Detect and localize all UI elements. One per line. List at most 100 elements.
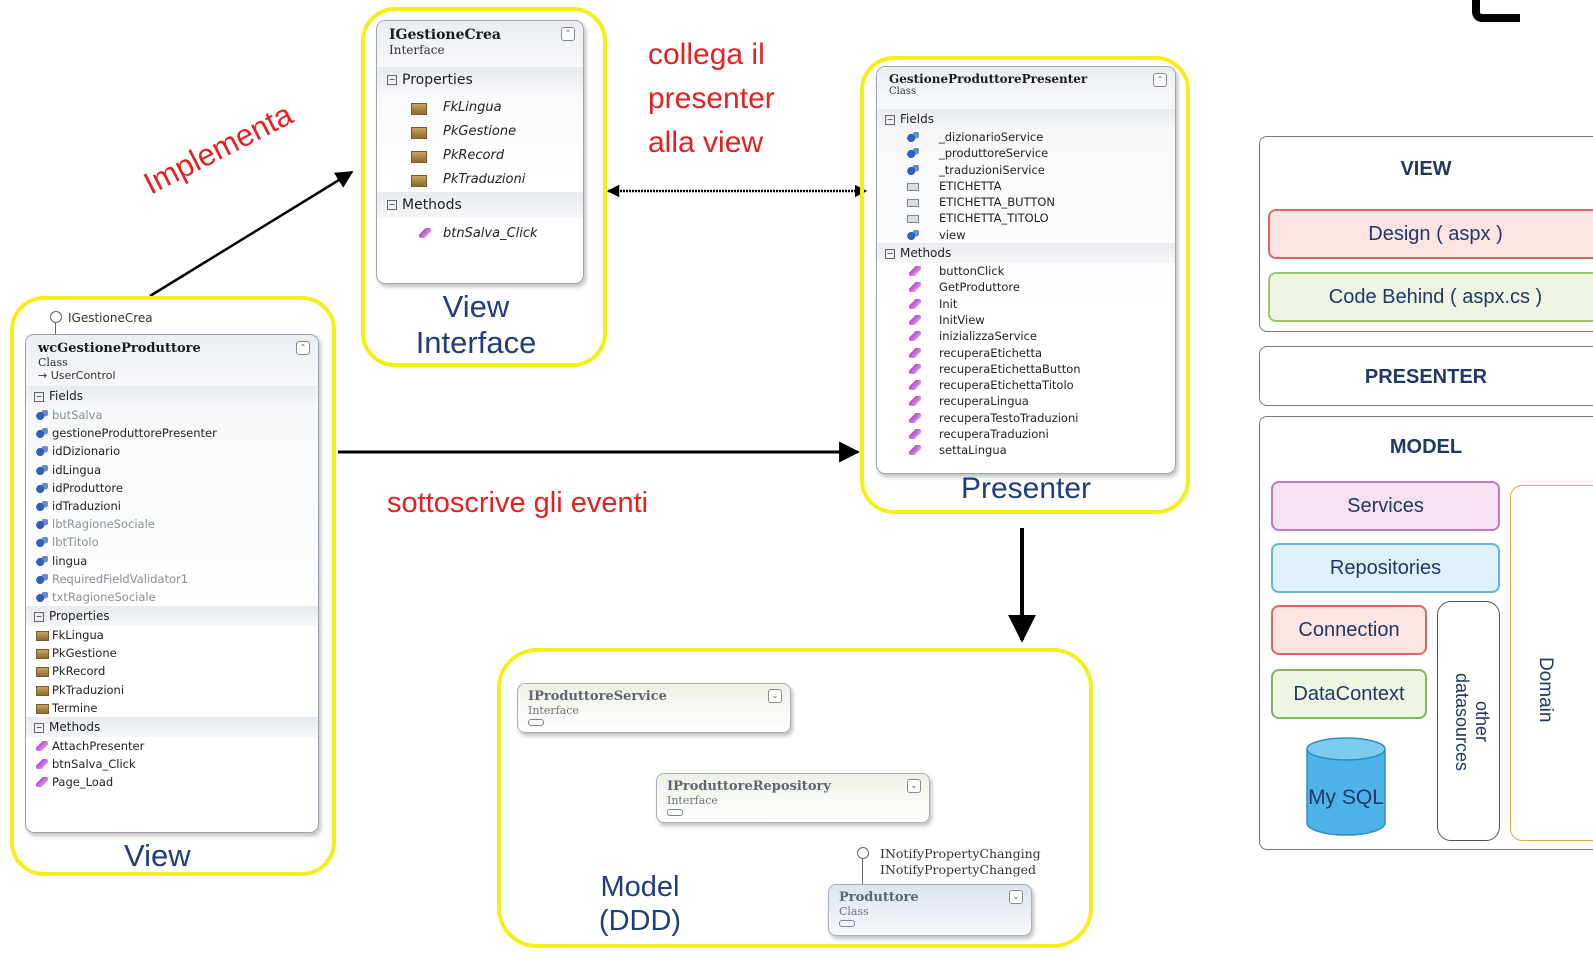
interface-class-name: IGestioneCrea: [389, 27, 501, 43]
list-item: PkRecord: [26, 662, 318, 680]
cropped-title-glyph: [1472, 0, 1520, 22]
view-class-header: wcGestioneProduttore Class → UserControl…: [26, 335, 318, 386]
list-item: _traduzioniService: [877, 162, 1175, 178]
method-icon: [909, 331, 921, 342]
view-methods-section[interactable]: −Methods: [26, 717, 318, 737]
sottoscrive-label: sottoscrive gli eventi: [387, 487, 649, 519]
list-item: PkTraduzioni: [377, 168, 583, 192]
interface-methods-label: Methods: [402, 197, 462, 213]
interface-lollipop-icon: [857, 847, 869, 859]
arch-other-datasources-label: other datasources: [1452, 672, 1492, 772]
list-item: PkTraduzioni: [26, 681, 318, 699]
list-item: lbtTitolo: [26, 533, 318, 551]
service-interface-box[interactable]: IProduttoreService Interface ⌄: [517, 683, 791, 733]
list-item: ETICHETTA_BUTTON: [877, 194, 1175, 210]
list-item: Termine: [26, 699, 318, 717]
list-item: txtRagioneSociale: [26, 588, 318, 606]
presenter-fields-section[interactable]: −Fields: [877, 109, 1175, 129]
field-icon: [36, 500, 48, 511]
expand-icon[interactable]: ⌄: [1009, 890, 1023, 904]
method-icon: [909, 429, 921, 440]
entity-class-box[interactable]: Produttore Class ⌄: [828, 884, 1032, 936]
list-item: PkGestione: [26, 644, 318, 662]
list-item: AttachPresenter: [26, 737, 318, 755]
list-item: ETICHETTA_TITOLO: [877, 210, 1175, 226]
interface-class-kind: Interface: [389, 43, 445, 57]
list-item: recuperaEtichetta: [877, 345, 1175, 361]
interface-caption-line-1: View: [442, 289, 510, 324]
presenter-class-header: GestioneProduttorePresenter Class ⌃: [877, 67, 1175, 101]
collega-line-2: presenter: [648, 82, 775, 115]
entity-class-name: Produttore: [839, 890, 919, 905]
method-icon: [909, 298, 921, 309]
field-icon: [907, 164, 919, 175]
minus-icon[interactable]: −: [885, 114, 895, 125]
view-properties-section[interactable]: −Properties: [26, 606, 318, 627]
expand-icon[interactable]: ⌄: [907, 779, 921, 793]
field-icon: [907, 148, 919, 159]
interface-properties-label: Properties: [402, 72, 473, 88]
list-item: FkLingua: [377, 96, 583, 120]
field-icon: [36, 591, 48, 602]
list-item: gestioneProduttorePresenter: [26, 424, 318, 442]
collega-label: collega il presenter alla view: [648, 33, 775, 165]
view-class-box[interactable]: wcGestioneProduttore Class → UserControl…: [25, 334, 319, 833]
field-icon: [36, 555, 48, 566]
list-item: recuperaTraduzioni: [877, 426, 1175, 442]
view-fields-label: Fields: [49, 389, 83, 403]
minus-icon[interactable]: −: [387, 200, 397, 210]
minus-icon[interactable]: −: [885, 248, 895, 259]
property-icon: [36, 685, 49, 696]
minus-icon[interactable]: −: [34, 722, 44, 733]
view-properties-list: FkLingua PkGestione PkRecord PkTraduzion…: [26, 626, 318, 717]
list-item: InitView: [877, 312, 1175, 328]
lollipop-stem: [55, 322, 56, 334]
arch-other-datasources-box: [1437, 601, 1500, 841]
minus-icon[interactable]: −: [34, 611, 44, 622]
arch-presenter-box: [1259, 346, 1593, 406]
method-icon: [36, 777, 48, 788]
expand-icon[interactable]: ⌄: [768, 689, 782, 703]
arch-datacontext-pill: DataContext: [1271, 669, 1427, 719]
list-item: _produttoreService: [877, 145, 1175, 161]
interface-lollipop-icon: [50, 311, 62, 323]
minus-icon[interactable]: −: [387, 75, 397, 85]
interface-methods-list: btnSalva_Click: [377, 218, 583, 246]
collapse-icon[interactable]: ⌃: [296, 341, 310, 355]
method-icon: [909, 282, 921, 293]
collapse-icon[interactable]: ⌃: [1153, 73, 1167, 87]
interface-caption: View Interface: [376, 289, 576, 361]
list-item: recuperaLingua: [877, 393, 1175, 409]
arch-domain-label: Domain: [1535, 657, 1556, 723]
view-fields-section[interactable]: −Fields: [26, 386, 318, 406]
interface-caption-line-2: Interface: [415, 325, 537, 360]
view-class-base: → UserControl: [38, 369, 116, 382]
arch-presenter-title: PRESENTER: [1364, 366, 1488, 388]
repository-interface-box[interactable]: IProduttoreRepository Interface ⌄: [656, 773, 930, 823]
model-lollipop-label-2: INotifyPropertyChanged: [880, 862, 1036, 877]
constant-icon: [907, 199, 919, 208]
interface-class-box[interactable]: IGestioneCrea Interface ⌃ −Properties Fk…: [376, 20, 584, 284]
presenter-fields-label: Fields: [900, 112, 934, 126]
method-icon: [909, 380, 921, 391]
field-icon: [36, 410, 48, 420]
model-caption-line-1: Model: [600, 871, 680, 903]
interface-glyph-icon: [667, 809, 683, 816]
list-item: settaLingua: [877, 442, 1175, 458]
presenter-methods-label: Methods: [900, 246, 952, 261]
class-glyph-icon: [839, 920, 855, 927]
arch-design-pill: Design ( aspx ): [1268, 209, 1593, 259]
method-icon: [419, 228, 431, 238]
presenter-class-box[interactable]: GestioneProduttorePresenter Class ⌃ −Fie…: [876, 66, 1176, 474]
presenter-methods-section[interactable]: −Methods: [877, 243, 1175, 264]
interface-properties-section[interactable]: −Properties: [377, 67, 583, 93]
arch-mysql-label: My SQL: [1308, 786, 1384, 809]
method-icon: [909, 266, 921, 277]
collapse-icon[interactable]: ⌃: [561, 27, 575, 41]
minus-icon[interactable]: −: [34, 391, 44, 402]
collega-line-1: collega il: [648, 38, 765, 71]
list-item: Init: [877, 296, 1175, 312]
interface-highlight: [361, 7, 607, 367]
interface-methods-section[interactable]: −Methods: [377, 192, 583, 218]
